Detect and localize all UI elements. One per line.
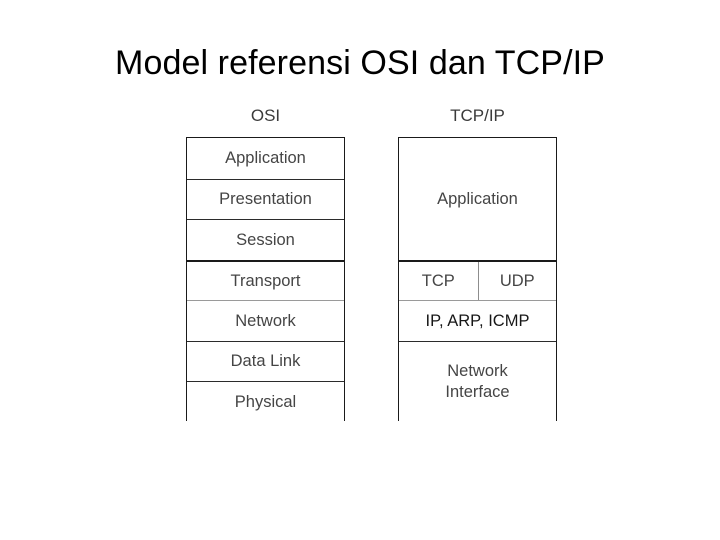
- osi-layer-network: Network: [187, 300, 344, 341]
- osi-layer-transport: Transport: [187, 259, 344, 300]
- osi-layer-presentation: Presentation: [187, 178, 344, 219]
- osi-layer-data-link: Data Link: [187, 340, 344, 381]
- tcpip-layer-network-interface: Network Interface: [399, 340, 556, 422]
- tcpip-layer-network-interface-line2: Interface: [445, 382, 510, 401]
- osi-layer-session: Session: [187, 219, 344, 260]
- slide-title: Model referensi OSI dan TCP/IP: [115, 44, 605, 82]
- tcpip-layer-internet: IP, ARP, ICMP: [399, 300, 556, 341]
- tcpip-layer-udp: UDP: [477, 261, 557, 300]
- tcpip-stack-header: TCP/IP: [450, 106, 505, 125]
- tcpip-layer-network-interface-line1: Network: [447, 361, 508, 380]
- osi-stack-header: OSI: [250, 106, 281, 125]
- tcpip-layer-tcp: TCP: [421, 271, 455, 290]
- tcpip-layer-application: Application: [399, 138, 556, 260]
- osi-layer-physical: Physical: [187, 381, 344, 422]
- tcpip-stack: Application TCP UDP IP, ARP, ICMP Networ…: [398, 137, 557, 422]
- osi-stack: Application Presentation Session Transpo…: [186, 137, 345, 422]
- osi-layer-application: Application: [187, 138, 344, 179]
- tcpip-layer-transport-row: TCP UDP: [399, 259, 557, 300]
